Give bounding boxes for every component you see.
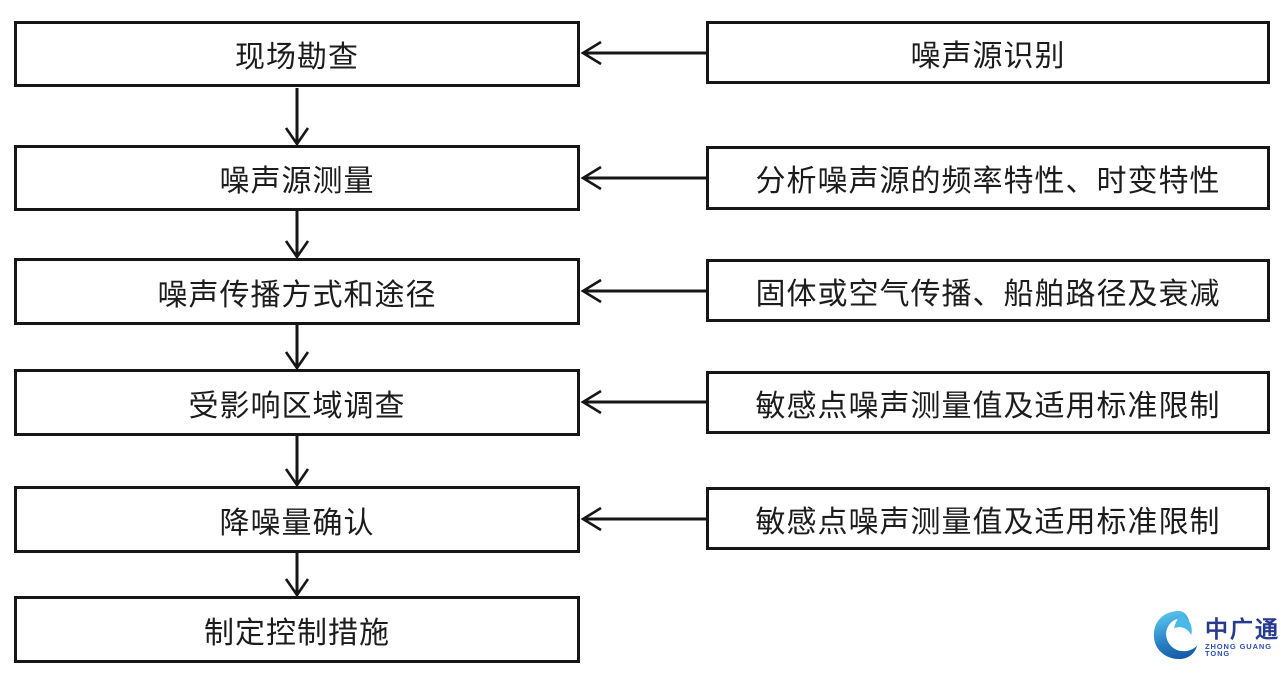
annotation-box-solid-air-propagation: 固体或空气传播、船舶路径及衰减	[706, 259, 1270, 322]
down-arrow	[284, 211, 310, 260]
step-box-propagation-mode-path: 噪声传播方式和途径	[14, 258, 580, 325]
left-arrow	[580, 165, 706, 191]
annotation-box-sensitive-point-limits-1: 敏感点噪声测量值及适用标准限制	[706, 371, 1270, 434]
step-label: 噪声传播方式和途径	[157, 278, 437, 312]
logo-swirl-icon	[1150, 608, 1200, 667]
annotation-box-sensitive-point-limits-2: 敏感点噪声测量值及适用标准限制	[706, 487, 1270, 550]
down-arrow	[284, 325, 310, 371]
logo-name: 中广通	[1205, 615, 1280, 642]
annotation-label: 敏感点噪声测量值及适用标准限制	[755, 505, 1221, 539]
annotation-box-noise-source-identification: 噪声源识别	[706, 21, 1270, 84]
step-label: 受影响区域调查	[188, 389, 406, 423]
down-arrow	[284, 553, 310, 598]
logo-subtitle: ZHONG GUANG TONG	[1205, 641, 1272, 658]
left-arrow	[580, 389, 706, 415]
logo: 中广通 ZHONG GUANG TONG	[1150, 608, 1281, 667]
step-box-site-survey: 现场勘查	[14, 21, 580, 87]
annotation-label: 固体或空气传播、船舶路径及衰减	[755, 277, 1221, 311]
step-box-control-measures: 制定控制措施	[14, 596, 580, 663]
logo-text: 中广通 ZHONG GUANG TONG	[1205, 615, 1281, 658]
step-label: 噪声源测量	[219, 165, 375, 198]
step-box-noise-reduction-confirmation: 降噪量确认	[14, 486, 580, 553]
annotation-label: 噪声源识别	[910, 39, 1066, 73]
step-label: 现场勘查	[235, 41, 359, 74]
left-arrow	[580, 506, 706, 532]
left-arrow	[580, 278, 706, 304]
step-label: 制定控制措施	[204, 616, 390, 650]
step-box-noise-source-measurement: 噪声源测量	[14, 145, 580, 211]
left-arrow	[580, 40, 706, 66]
annotation-label: 敏感点噪声测量值及适用标准限制	[755, 389, 1221, 423]
step-label: 降噪量确认	[219, 506, 375, 540]
annotation-label: 分析噪声源的频率特性、时变特性	[755, 165, 1221, 198]
down-arrow	[284, 88, 310, 147]
down-arrow	[284, 436, 310, 488]
annotation-box-frequency-time-characteristics: 分析噪声源的频率特性、时变特性	[706, 146, 1270, 210]
step-box-affected-area-survey: 受影响区域调查	[14, 369, 580, 436]
